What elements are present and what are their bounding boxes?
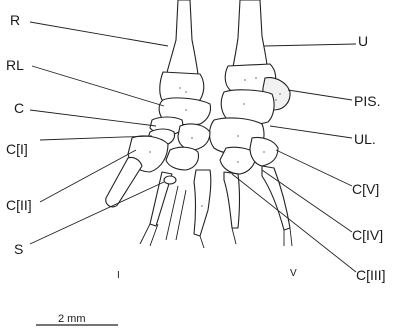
label-pisiform: PIS. xyxy=(354,93,380,109)
metacarpal-3-bone xyxy=(194,170,211,236)
label-radius: R xyxy=(10,12,20,28)
label-centrale: C xyxy=(14,100,24,116)
label-carpal-4: C[IV] xyxy=(352,227,383,243)
label-ulna: U xyxy=(358,33,368,49)
label-radiale: RL xyxy=(6,57,24,73)
leader-ulnare xyxy=(270,126,352,138)
digit-ray-3 xyxy=(166,186,178,240)
metacarpal-1-bone xyxy=(106,157,142,206)
digit-ray-8 xyxy=(290,228,292,246)
scale-bar-label: 2 mm xyxy=(58,313,86,325)
leader-carpal-3 xyxy=(232,174,356,272)
leader-centrale xyxy=(30,110,156,126)
metacarpal-5-bone xyxy=(262,166,290,230)
digit-ray-2 xyxy=(150,224,158,246)
label-sesamoid: S xyxy=(14,241,23,257)
ulna-bone xyxy=(232,0,268,74)
bones-group xyxy=(106,0,292,248)
label-carpal-1: C[I] xyxy=(6,141,28,157)
carpal-3-bone xyxy=(166,147,199,170)
label-ulnare: UL. xyxy=(354,131,376,147)
digit-ray-6 xyxy=(232,228,236,244)
digit-ray-5 xyxy=(200,236,204,248)
scale-bar: 2 mm xyxy=(36,313,118,325)
digit-label-first: I xyxy=(117,270,120,281)
digit-ray-1 xyxy=(140,224,150,244)
digit-ray-4 xyxy=(176,190,186,240)
label-carpal-5: C[V] xyxy=(352,181,379,197)
metacarpal-4-bone xyxy=(224,172,240,228)
radius-bone xyxy=(165,0,199,84)
digit-label-fifth: V xyxy=(290,268,297,279)
leader-sesamoid xyxy=(30,182,164,244)
leader-radius xyxy=(30,22,168,46)
sesamoid-bone xyxy=(164,176,176,184)
leader-pisiform xyxy=(288,90,352,100)
carpal-central-bone xyxy=(178,124,210,150)
label-carpal-2: C[II] xyxy=(6,197,32,213)
leader-ulna xyxy=(264,44,356,46)
label-carpal-3: C[III] xyxy=(356,267,386,283)
leader-carpal-5 xyxy=(276,150,352,186)
leader-radiale xyxy=(32,66,164,106)
